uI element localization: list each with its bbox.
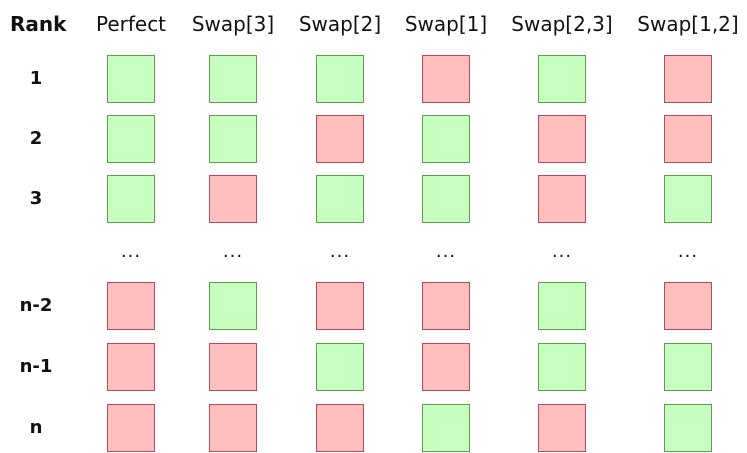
header-rank: Rank — [10, 12, 67, 36]
grid-cell-green — [107, 55, 155, 103]
rank-label-1: 1 — [29, 68, 43, 89]
grid-cell-green — [538, 55, 586, 103]
rank-label-n-2: n-2 — [19, 295, 53, 316]
header-swap-1: Swap[1] — [404, 12, 488, 36]
grid-cell-green — [107, 115, 155, 163]
ellipsis-marker: ... — [120, 241, 142, 262]
grid-cell-red — [664, 282, 712, 330]
ellipsis-marker: ... — [677, 241, 699, 262]
grid-cell-green — [664, 175, 712, 223]
ellipsis-marker: ... — [222, 241, 244, 262]
grid-cell-green — [209, 55, 257, 103]
rank-label-2: 2 — [29, 128, 43, 149]
grid-cell-green — [107, 175, 155, 223]
grid-cell-red — [422, 55, 470, 103]
grid-cell-red — [316, 115, 364, 163]
header-swap-3: Swap[3] — [191, 12, 275, 36]
header-swap-2: Swap[2] — [298, 12, 382, 36]
grid-cell-green — [538, 343, 586, 391]
grid-cell-red — [316, 282, 364, 330]
grid-cell-red — [107, 343, 155, 391]
grid-cell-red — [209, 175, 257, 223]
grid-cell-red — [538, 115, 586, 163]
grid-cell-red — [538, 175, 586, 223]
grid-cell-green — [538, 282, 586, 330]
header-swap-1-2: Swap[1,2] — [637, 12, 739, 36]
grid-cell-green — [422, 175, 470, 223]
ellipsis-marker: ... — [551, 241, 573, 262]
grid-cell-green — [422, 404, 470, 452]
grid-cell-red — [664, 115, 712, 163]
grid-cell-green — [316, 55, 364, 103]
grid-cell-green — [422, 115, 470, 163]
grid-cell-green — [664, 343, 712, 391]
rank-label-n: n — [29, 417, 43, 438]
grid-cell-green — [664, 404, 712, 452]
grid-cell-red — [316, 404, 364, 452]
grid-cell-red — [209, 343, 257, 391]
grid-cell-red — [538, 404, 586, 452]
rank-label-3: 3 — [29, 188, 43, 209]
header-swap-2-3: Swap[2,3] — [511, 12, 613, 36]
grid-cell-red — [107, 404, 155, 452]
grid-cell-green — [316, 343, 364, 391]
grid-cell-green — [316, 175, 364, 223]
grid-cell-green — [209, 282, 257, 330]
rank-label-n-1: n-1 — [19, 356, 53, 377]
grid-cell-red — [422, 282, 470, 330]
grid-cell-red — [422, 343, 470, 391]
ellipsis-marker: ... — [435, 241, 457, 262]
grid-cell-red — [107, 282, 155, 330]
grid-cell-red — [209, 404, 257, 452]
ellipsis-marker: ... — [329, 241, 351, 262]
grid-cell-red — [664, 55, 712, 103]
header-perfect: Perfect — [95, 12, 167, 36]
grid-cell-green — [209, 115, 257, 163]
